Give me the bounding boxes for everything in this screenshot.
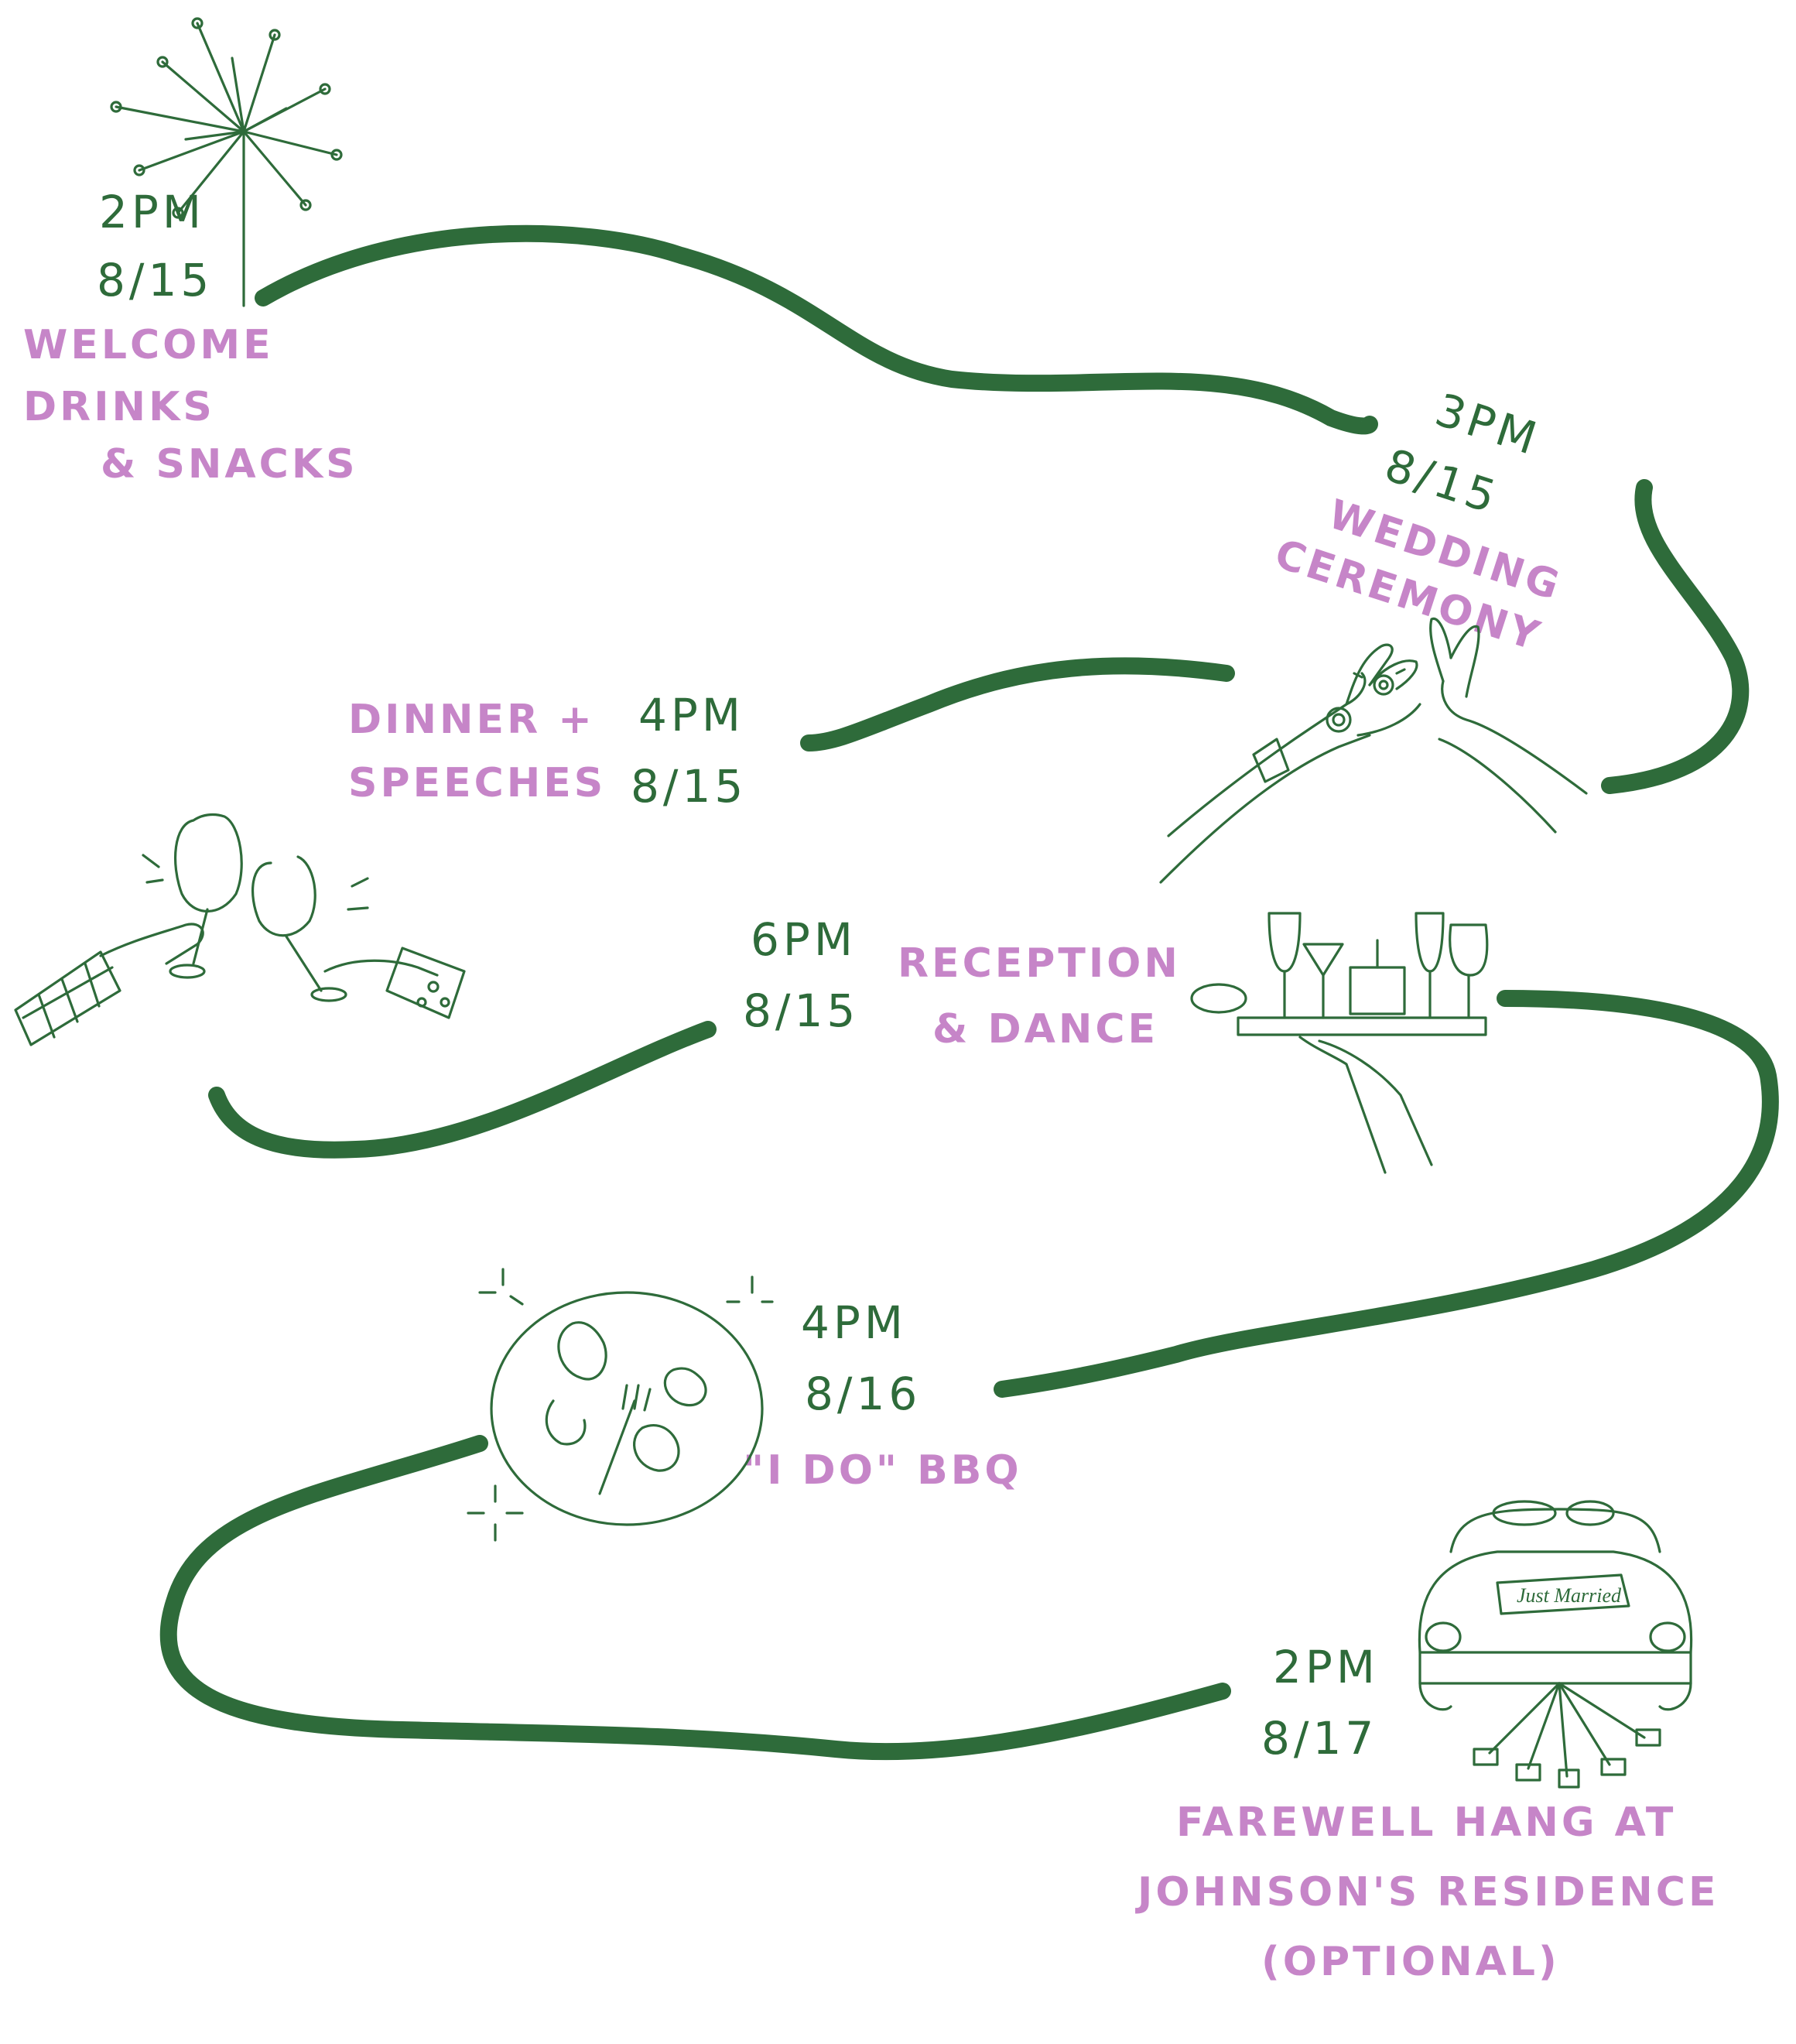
path-segment-5 (994, 990, 1779, 1398)
event-time: 4PM (638, 689, 744, 741)
path-segment-4 (208, 1021, 717, 1159)
event-name-line: DINNER + (348, 697, 595, 743)
event-date: 8/15 (97, 254, 214, 306)
wine-toast-icon (8, 809, 487, 1052)
event-time: 6PM (751, 913, 857, 966)
path-segment-1 (255, 224, 1378, 435)
oyster-plate-icon (464, 1262, 774, 1536)
event-time: 2PM (99, 186, 205, 238)
event-name-line: (OPTIONAL) (1261, 1939, 1560, 1985)
path-segment-6 (159, 1435, 1231, 1761)
path-segment-3 (800, 657, 1235, 752)
event-date: 8/17 (1261, 1712, 1378, 1765)
event-date: 8/16 (805, 1368, 922, 1420)
event-time: 2PM (1273, 1641, 1379, 1693)
event-name-line: SPEECHES (348, 760, 607, 806)
path-segment-2 (1601, 479, 1750, 794)
event-name-line: "I DO" BBQ (743, 1447, 1022, 1494)
event-name-line: FAREWELL HANG AT (1176, 1799, 1677, 1846)
sparkler-icon (101, 15, 348, 313)
event-name-line: JOHNSON'S RESIDENCE (1137, 1869, 1719, 1916)
event-time: 4PM (801, 1296, 907, 1349)
car-banner-text: Just Married (1517, 1584, 1622, 1607)
sparkle-icon (464, 1482, 526, 1547)
event-welcome-drinks: 2PM 8/15 WELCOME DRINKS & SNACKS (23, 178, 426, 495)
event-date: 8/15 (631, 760, 747, 813)
just-married-car-icon: Just Married (1404, 1498, 1706, 1795)
event-date: 8/15 (743, 984, 860, 1037)
event-name-line: WELCOME DRINKS (23, 322, 274, 430)
event-name-line: RECEPTION (898, 940, 1181, 987)
event-name-line: & SNACKS (101, 441, 358, 488)
event-name-line: & DANCE (932, 1006, 1159, 1053)
ring-exchange-hands-icon (1153, 611, 1602, 893)
drinks-tray-icon (1184, 909, 1509, 1191)
